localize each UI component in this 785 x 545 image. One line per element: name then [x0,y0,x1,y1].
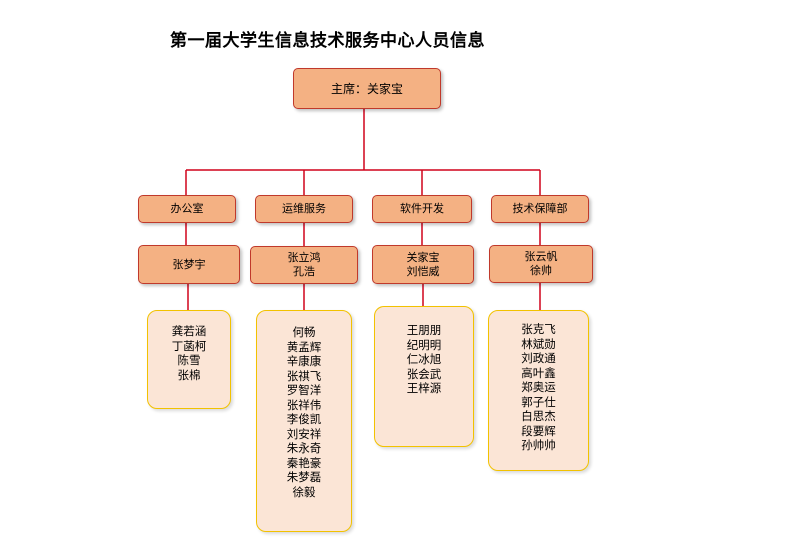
member-name: 张祥伟 [286,397,322,412]
member-name: 徐毅 [292,484,316,499]
members-box-office: 龚若涵 丁菡柯 陈雪 张棉 [147,310,231,409]
member-name: 郑奥运 [521,380,556,394]
member-name: 高叶鑫 [521,365,556,380]
leader-name: 张梦宇 [172,257,206,271]
members-box-software: 王朋朋 纪明明 仁冰旭 张会武 王梓源 [374,306,474,447]
members-box-tech: 张克飞 林斌勋 刘政通 高叶鑫 郑奥运 郭子仕 白思杰 段要辉 孙帅帅 [488,310,589,471]
member-name: 仁冰旭 [406,352,442,366]
member-name: 朱梦磊 [286,470,322,484]
diagram-title: 第一届大学生信息技术服务中心人员信息 [170,31,485,51]
member-name: 张会武 [406,366,442,381]
dept-label: 运维服务 [282,202,326,215]
leader-name: 刘恺威 [406,264,440,278]
member-name: 黄孟辉 [286,339,322,354]
dept-label: 办公室 [170,202,204,215]
member-name: 龚若涵 [171,324,207,338]
leader-name: 徐帅 [530,264,552,277]
member-name: 朱永奇 [286,441,322,455]
dept-node-software: 软件开发 [372,195,472,223]
member-name: 孙帅帅 [521,438,556,452]
leader-name: 张立鸿 [287,251,321,264]
member-name: 段要辉 [521,423,556,438]
member-name: 刘政通 [521,351,556,365]
member-name: 丁菡柯 [171,338,207,353]
member-name: 刘安祥 [286,426,322,441]
leader-node-ops: 张立鸿 孔浩 [250,246,358,284]
member-list: 龚若涵 丁菡柯 陈雪 张棉 [172,324,207,382]
member-name: 秦艳豪 [286,455,322,470]
member-name: 王梓源 [406,381,442,395]
member-name: 辛康康 [286,354,322,368]
member-name: 王朋朋 [406,323,442,337]
member-name: 张克飞 [521,322,556,336]
member-name: 张棉 [177,367,201,382]
member-list: 王朋朋 纪明明 仁冰旭 张会武 王梓源 [407,323,442,396]
member-name: 张祺飞 [286,368,322,383]
leader-name: 孔浩 [293,265,315,278]
chairman-node: 主席：关家宝 [293,68,441,109]
dept-label: 软件开发 [400,202,444,215]
member-list: 张克飞 林斌勋 刘政通 高叶鑫 郑奥运 郭子仕 白思杰 段要辉 孙帅帅 [521,322,556,453]
leader-name: 张云帆 [524,250,558,263]
dept-label: 技术保障部 [512,202,568,215]
chairman-label: 主席：关家宝 [330,81,403,96]
member-name: 纪明明 [406,337,442,352]
member-name: 林斌勋 [521,336,556,351]
leader-node-tech: 张云帆 徐帅 [489,245,593,283]
dept-node-ops: 运维服务 [255,195,353,223]
leader-name: 关家宝 [406,250,440,264]
dept-node-tech: 技术保障部 [491,195,589,223]
members-box-ops: 何畅 黄孟辉 辛康康 张祺飞 罗智洋 张祥伟 李俊凯 刘安祥 朱永奇 秦艳豪 朱… [256,310,352,532]
leader-node-office: 张梦宇 [138,245,240,284]
member-name: 白思杰 [521,409,556,423]
dept-node-office: 办公室 [138,195,236,223]
member-name: 郭子仕 [521,394,556,409]
member-name: 李俊凯 [286,412,322,426]
member-name: 何畅 [292,325,316,339]
member-name: 陈雪 [177,353,201,367]
member-name: 罗智洋 [286,383,322,397]
leader-node-software: 关家宝 刘恺威 [372,245,474,284]
member-list: 何畅 黄孟辉 辛康康 张祺飞 罗智洋 张祥伟 李俊凯 刘安祥 朱永奇 秦艳豪 朱… [287,325,322,499]
